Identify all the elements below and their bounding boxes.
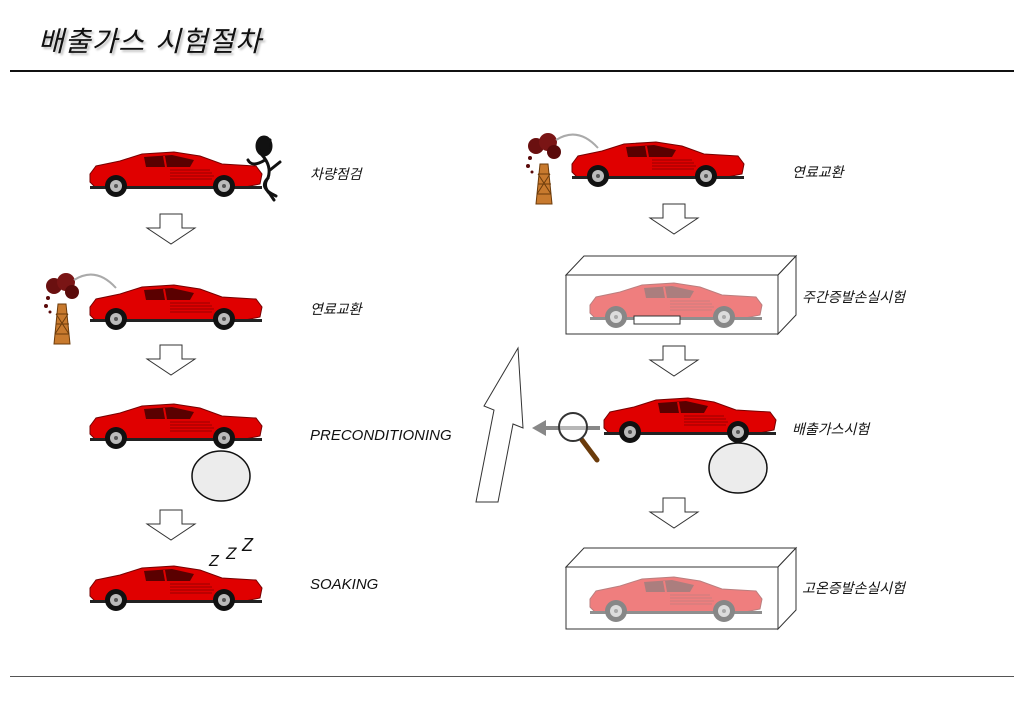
sleep-z-small: Z bbox=[209, 553, 219, 570]
car-refuel-2 bbox=[571, 141, 745, 188]
hollow-down-arrow-icon bbox=[146, 344, 196, 376]
page-title: 배출가스 시험절차 bbox=[38, 25, 262, 58]
dynamometer-roll bbox=[708, 442, 768, 494]
hollow-down-arrow-icon bbox=[146, 509, 196, 541]
hollow-down-arrow-icon bbox=[649, 345, 699, 377]
shed-chamber-hotsoak bbox=[564, 546, 798, 631]
person-inspecting-icon bbox=[246, 135, 282, 202]
car-inspection bbox=[89, 151, 263, 198]
dynamometer-roll bbox=[191, 450, 251, 502]
step-label-emission-test: 배출가스시험 bbox=[792, 422, 870, 438]
step-label-hotsoak-test: 고온증발손실시험 bbox=[802, 581, 906, 597]
car-emission-test bbox=[603, 397, 777, 444]
car-soaking bbox=[89, 565, 263, 612]
car-preconditioning bbox=[89, 403, 263, 450]
step-label-diurnal-test: 주간증발손실시험 bbox=[802, 290, 906, 306]
step-label-refuel-2: 연료교환 bbox=[792, 165, 844, 181]
sleep-z-large: Z bbox=[242, 535, 253, 555]
hollow-up-arrow-icon bbox=[475, 346, 524, 503]
title-underline bbox=[10, 70, 1014, 72]
car-refuel bbox=[89, 284, 263, 331]
step-label-preconditioning: PRECONDITIONING bbox=[310, 427, 452, 444]
hollow-down-arrow-icon bbox=[649, 203, 699, 235]
step-label-refuel: 연료교환 bbox=[310, 302, 362, 318]
hollow-down-arrow-icon bbox=[146, 213, 196, 245]
step-label-soaking: SOAKING bbox=[310, 576, 379, 593]
magnifying-glass-icon bbox=[532, 412, 600, 463]
step-label-inspection: 차량점검 bbox=[310, 167, 362, 183]
footer-rule bbox=[10, 676, 1014, 677]
shed-chamber-diurnal bbox=[564, 254, 798, 336]
sleep-z-medium: Z bbox=[226, 544, 237, 563]
hollow-down-arrow-icon bbox=[649, 497, 699, 529]
